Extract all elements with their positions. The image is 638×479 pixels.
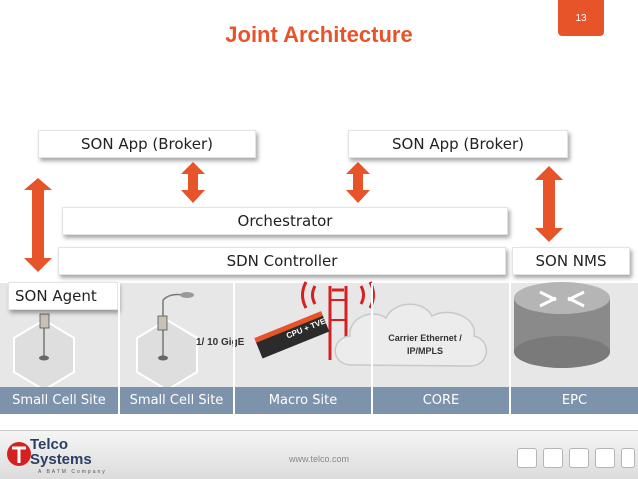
building-icon <box>517 448 537 468</box>
site-label-core: CORE <box>373 387 509 414</box>
carrier-ethernet-label: Carrier Ethernet / <box>388 333 462 343</box>
link-speed-label: 1/ 10 GigE <box>196 337 245 348</box>
cloud-icon <box>595 448 615 468</box>
logo-name-line1: Telco <box>30 436 69 453</box>
antenna-icon <box>569 448 589 468</box>
slide-number: 13 <box>558 0 604 36</box>
double-arrow-left-tall <box>24 178 52 272</box>
orchestrator-box: Orchestrator <box>62 207 508 235</box>
band-divider <box>233 283 235 414</box>
son-app-broker-right-box: SON App (Broker) <box>348 130 568 158</box>
band-divider <box>509 283 511 414</box>
telco-logo-icon <box>7 442 31 466</box>
site-label-epc: EPC <box>511 387 638 414</box>
site-label-macro: Macro Site <box>235 387 371 414</box>
double-arrow-son-app-right <box>346 162 370 203</box>
band-divider <box>371 283 373 414</box>
son-agent-box: SON Agent <box>8 282 118 310</box>
logo-name-line2: Systems <box>30 451 92 468</box>
slide-title: Joint Architecture <box>225 22 413 47</box>
son-app-broker-left-box: SON App (Broker) <box>38 130 256 158</box>
tower-icon <box>543 448 563 468</box>
double-arrow-son-app-left <box>181 162 205 203</box>
site-label-small-cell-1: Small Cell Site <box>0 387 118 414</box>
site-label-small-cell-2: Small Cell Site <box>120 387 233 414</box>
logo-name: Telco Systems <box>30 437 92 467</box>
router-icon <box>621 448 635 468</box>
son-nms-box: SON NMS <box>512 247 630 275</box>
sdn-controller-box: SDN Controller <box>58 247 506 275</box>
double-arrow-son-nms <box>535 166 563 242</box>
ip-mpls-label: IP/MPLS <box>406 346 443 356</box>
band-divider <box>118 283 120 414</box>
footer-url[interactable]: www.telco.com <box>288 454 350 464</box>
logo-tagline: A BATM Company <box>38 469 107 475</box>
